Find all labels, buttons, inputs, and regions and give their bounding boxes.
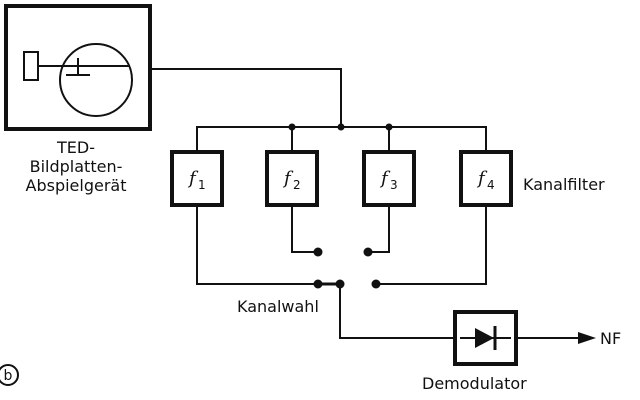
demodulator — [453, 310, 518, 366]
filter-box — [459, 150, 513, 207]
diode-icon — [475, 328, 494, 348]
filter-group-label: Kanalfilter — [523, 175, 605, 194]
player-output-wire — [150, 68, 342, 127]
f3-output-wire — [368, 205, 390, 253]
f2-output-wire — [291, 205, 318, 253]
filter-index: 3 — [390, 178, 398, 192]
filter-f3: f 3 — [362, 150, 416, 207]
switch-contact-f2 — [313, 247, 323, 257]
f1-output-wire — [196, 205, 318, 285]
pickup-block-icon — [23, 51, 39, 81]
device-label-line-3: Abspielgerät — [26, 176, 127, 195]
filter-box — [170, 150, 224, 207]
filter-index: 2 — [293, 178, 301, 192]
output-label: NF — [600, 329, 621, 348]
device-label-line-2: Bildplatten- — [30, 157, 123, 176]
filter-box — [362, 150, 416, 207]
switch-contact-f3 — [363, 247, 373, 257]
filter-f2: f 2 — [265, 150, 319, 207]
filter-index: 1 — [198, 178, 206, 192]
switch-pivot — [335, 279, 345, 289]
f4-output-wire — [376, 205, 487, 285]
filter-f4: f 4 — [459, 150, 513, 207]
switch-to-demodulator-wire — [339, 284, 455, 339]
channel-switch-contacts — [313, 247, 381, 289]
demodulator-label: Demodulator — [422, 374, 527, 393]
filter-box — [265, 150, 319, 207]
filter-bus-wire — [196, 126, 487, 152]
switch-contact-f4 — [371, 279, 381, 289]
output-arrow-icon — [578, 332, 596, 344]
disc-icon — [59, 43, 133, 117]
junction-dots — [288, 123, 393, 131]
filter-index: 4 — [487, 178, 495, 192]
device-label-line-1: TED- — [56, 138, 95, 157]
figure-marker-label: b — [4, 368, 13, 384]
channel-select-label: Kanalwahl — [237, 297, 319, 316]
junction-dot — [337, 123, 345, 131]
ted-player-housing — [4, 4, 152, 131]
filter-f1: f 1 — [170, 150, 224, 207]
junction-dot — [385, 123, 393, 131]
junction-dot — [288, 123, 296, 131]
switch-contact-f1 — [313, 279, 323, 289]
figure-marker-ring — [0, 364, 19, 386]
ted-player — [4, 4, 152, 131]
